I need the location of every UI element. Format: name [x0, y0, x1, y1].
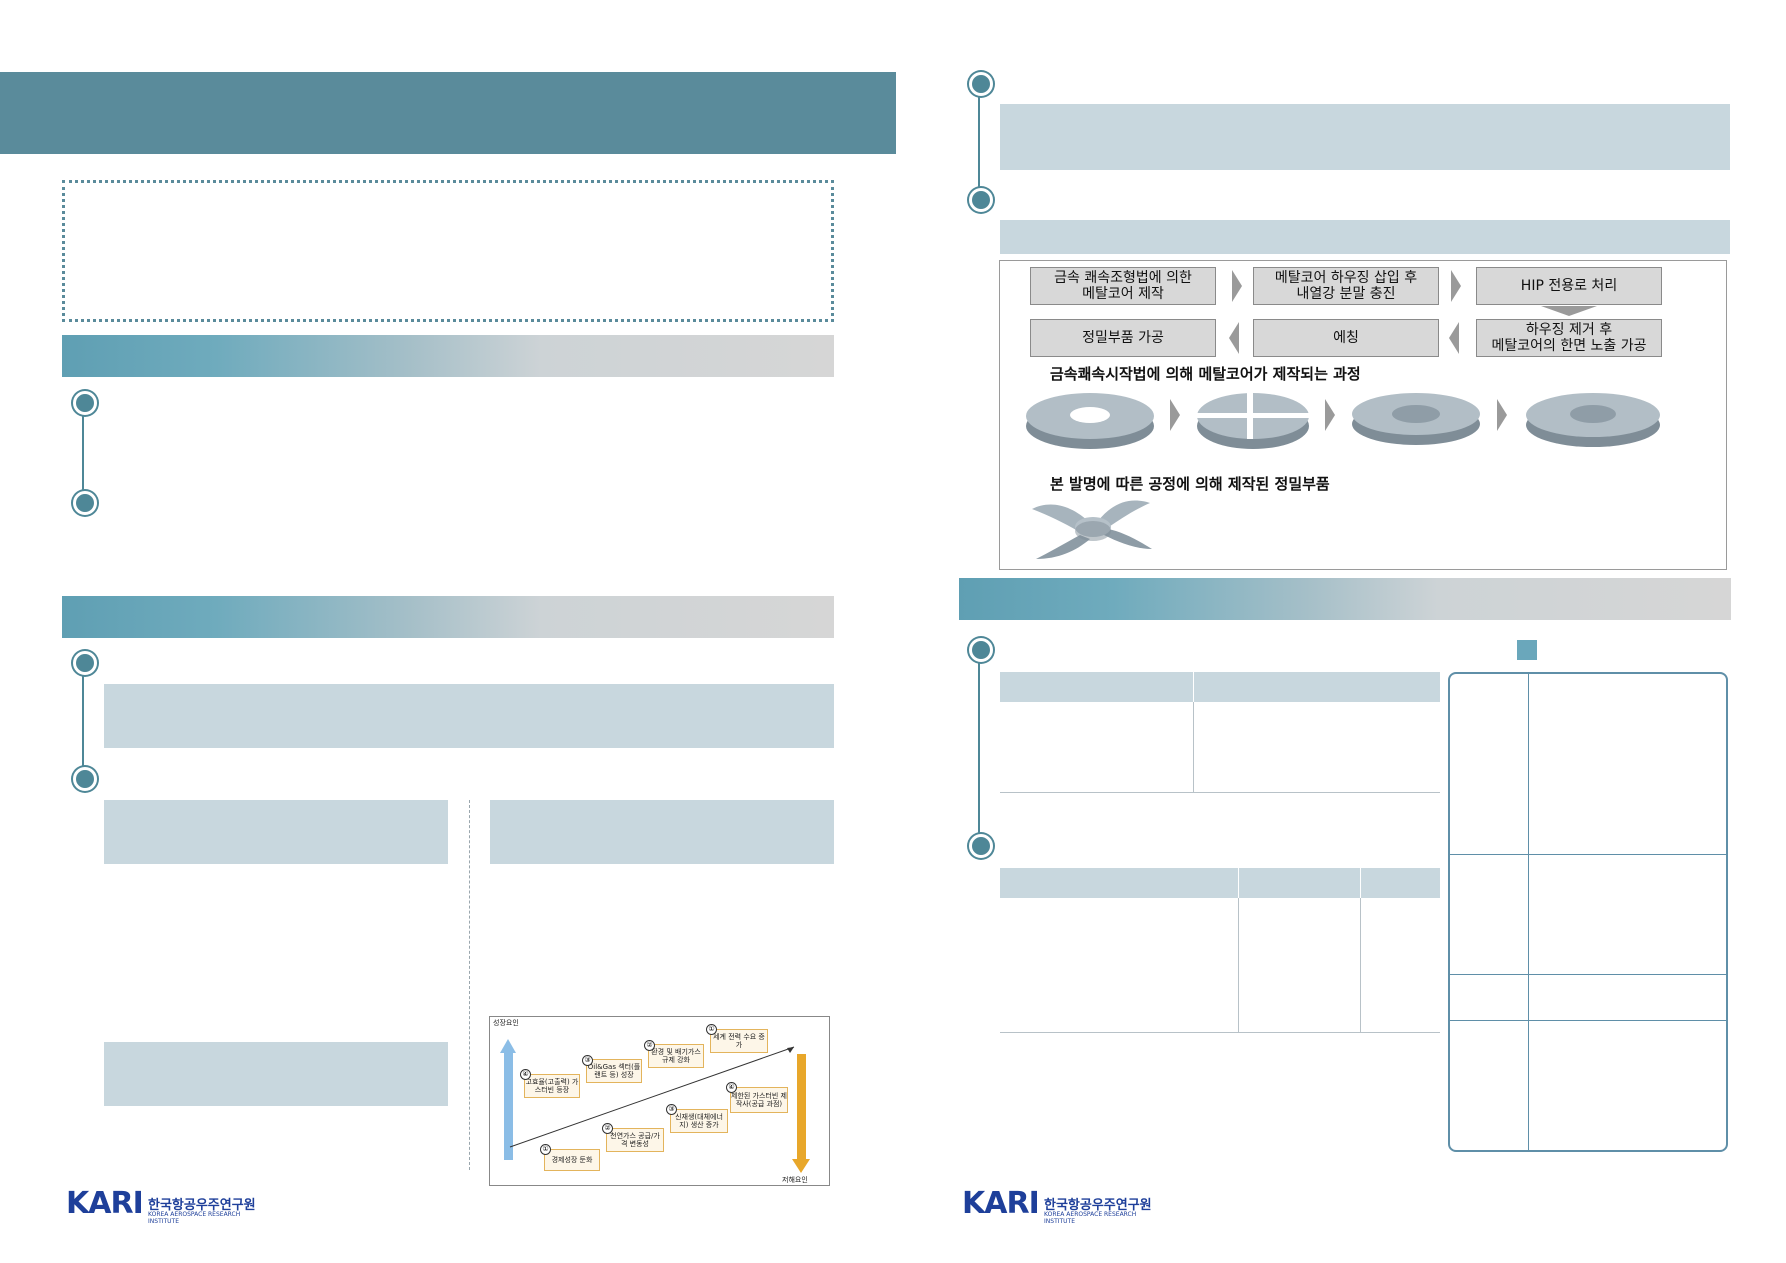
arrow-left-icon: [1229, 322, 1239, 354]
growth-1-num: ①: [706, 1024, 717, 1035]
section-1-line: [82, 400, 84, 500]
kari-name-en: KOREA AEROSPACE RESEARCH INSTITUTE: [1044, 1211, 1137, 1225]
right-section-line: [978, 648, 980, 844]
bullet: [73, 767, 97, 791]
table-1-header: [1000, 672, 1440, 702]
side-panel-marker: [1517, 640, 1537, 660]
table-2-header: [1000, 868, 1440, 898]
bullet: [73, 491, 97, 515]
inhibit-3: 신재생(대체에너지) 생산 증가: [670, 1109, 728, 1133]
growth-4-num: ④: [520, 1069, 531, 1080]
inhibit-2-num: ②: [602, 1123, 613, 1134]
inhibit-4: 제한된 가스터빈 제작사(공급 과점): [730, 1087, 788, 1113]
chart-y-bottom-label: 저해요인: [782, 1176, 808, 1184]
arrow-right-icon: [1170, 399, 1180, 431]
growth-2: 환경 및 배기가스 규제 강화: [648, 1044, 704, 1068]
ring-stage-4: [1526, 393, 1660, 437]
kari-logo-left: KARI 한국항공우주연구원 KOREA AEROSPACE RESEARCH …: [66, 1180, 266, 1226]
chart-y-top-label: 성장요인: [493, 1019, 519, 1027]
flow-step-6: 정밀부품 가공: [1030, 319, 1216, 357]
section-bar-1: [62, 335, 834, 377]
kari-logo-right: KARI 한국항공우주연구원 KOREA AEROSPACE RESEARCH …: [962, 1180, 1162, 1226]
table-2-header-sep: [1360, 868, 1361, 898]
table-2-bottom: [1000, 1032, 1440, 1033]
right-top-line: [978, 82, 980, 198]
arrow-right-icon: [1497, 399, 1507, 431]
side-panel-row-sep: [1450, 974, 1726, 975]
section-2-line: [82, 660, 84, 776]
content-box: [1000, 220, 1730, 254]
bullet: [969, 188, 993, 212]
side-panel-col-sep: [1528, 674, 1529, 1150]
inhibit-4-num: ④: [726, 1082, 737, 1093]
content-box: [1000, 104, 1730, 170]
table-1-col-sep: [1193, 702, 1194, 792]
flow-step-5: 에칭: [1253, 319, 1439, 357]
content-box: [490, 800, 834, 864]
bullet: [969, 72, 993, 96]
bullet: [73, 391, 97, 415]
kari-logo-mark: KARI: [962, 1186, 1040, 1221]
table-1-header-sep: [1193, 672, 1194, 702]
ring-stage-3: [1352, 393, 1480, 435]
kari-name-ko: 한국항공우주연구원: [148, 1198, 256, 1213]
flow-step-3: HIP 전용로 처리: [1476, 267, 1662, 305]
table-1-bottom: [1000, 792, 1440, 793]
growth-arrow-shaft: [504, 1052, 513, 1160]
content-box: [104, 1042, 448, 1106]
section-bar-2: [62, 596, 834, 638]
growth-4: 고효율(고출력) 가스터빈 등장: [524, 1074, 580, 1098]
arrow-right-icon: [1325, 399, 1335, 431]
header-band: [0, 72, 896, 154]
inhibit-2: 천연가스 공급/가격 변동성: [606, 1128, 664, 1152]
table-2-col-sep: [1238, 898, 1239, 1032]
bullet: [969, 638, 993, 662]
arrow-right-icon: [1232, 270, 1242, 302]
content-box: [104, 684, 834, 748]
section-bar-3: [959, 578, 1731, 620]
inhibit-1-num: ①: [540, 1144, 551, 1155]
growth-arrow: [500, 1039, 516, 1053]
kari-name-en: KOREA AEROSPACE RESEARCH INSTITUTE: [148, 1211, 241, 1225]
kari-logo-mark: KARI: [66, 1186, 144, 1221]
inhibit-1: 경제성장 둔화: [544, 1149, 600, 1171]
inhibit-arrow: [792, 1159, 810, 1173]
bullet: [969, 834, 993, 858]
side-panel: [1448, 672, 1728, 1152]
table-2-header-sep: [1238, 868, 1239, 898]
inhibit-arrow-shaft: [797, 1054, 806, 1160]
growth-2-num: ②: [644, 1040, 655, 1051]
column-divider: [469, 800, 470, 1170]
caption-metal-core: 금속쾌속시작법에 의해 메탈코어가 제작되는 과정: [1050, 365, 1361, 383]
market-factors-chart: 성장요인 저해요인 고효율(고출력) 가스터빈 등장 ④ Oil&Gas 섹터(…: [489, 1016, 830, 1186]
arrow-right-icon: [1451, 270, 1461, 302]
summary-box: [62, 180, 834, 322]
table-2-col-sep: [1360, 898, 1361, 1032]
side-panel-row-sep: [1450, 854, 1726, 855]
arrow-down-icon: [1541, 306, 1597, 316]
bullet: [73, 651, 97, 675]
growth-3: Oil&Gas 섹터(플랜트 등) 성장: [586, 1059, 642, 1083]
side-panel-row-sep: [1450, 1020, 1726, 1021]
caption-precision-part: 본 발명에 따른 공정에 의해 제작된 정밀부품: [1050, 475, 1330, 493]
trend-line: [509, 1046, 795, 1148]
growth-3-num: ③: [582, 1055, 593, 1066]
arrow-left-icon: [1449, 322, 1459, 354]
ring-stage-2: [1197, 393, 1309, 439]
content-box: [104, 800, 448, 864]
growth-1: 세계 전력 수요 증가: [710, 1029, 768, 1053]
inhibit-3-num: ③: [666, 1104, 677, 1115]
precision-part-image: [1032, 500, 1152, 559]
ring-stage-1: [1026, 393, 1154, 439]
kari-name-ko: 한국항공우주연구원: [1044, 1198, 1152, 1213]
